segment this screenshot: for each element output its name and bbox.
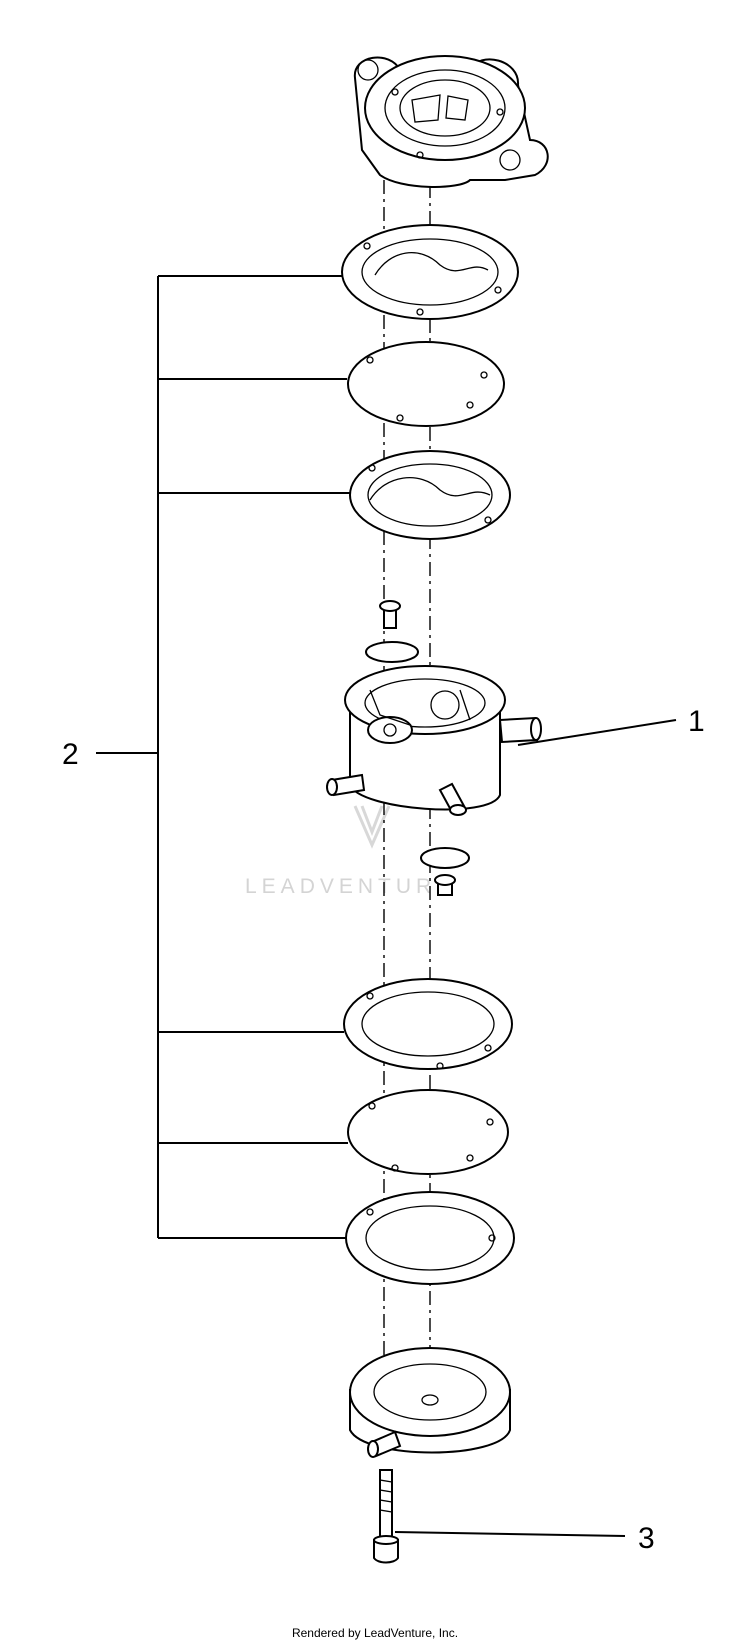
diaphragm-upper (347, 341, 505, 427)
watermark: LEADVENTURE (245, 805, 455, 898)
leader-line-3 (394, 1531, 626, 1537)
diaphragm-lower (347, 1089, 509, 1175)
callout-3: 3 (638, 1522, 655, 1555)
top-cover (353, 55, 549, 188)
bottom-cover (349, 1347, 511, 1458)
leader-line-1 (517, 719, 677, 746)
pump-body (326, 665, 542, 816)
callout-1: 1 (688, 705, 705, 738)
lower-check-valve (420, 847, 470, 896)
watermark-text: LEADVENTURE (245, 875, 455, 898)
gasket-upper (341, 224, 519, 320)
gasket-bottom (345, 1191, 515, 1285)
upper-check-valve (365, 600, 419, 663)
gasket-middle (349, 450, 511, 540)
callout-2: 2 (62, 738, 79, 771)
callout-bracket-2 (96, 275, 350, 1239)
render-credit: Rendered by LeadVenture, Inc. (291, 1626, 459, 1640)
bolt (373, 1469, 399, 1564)
gasket-lower (343, 978, 513, 1070)
